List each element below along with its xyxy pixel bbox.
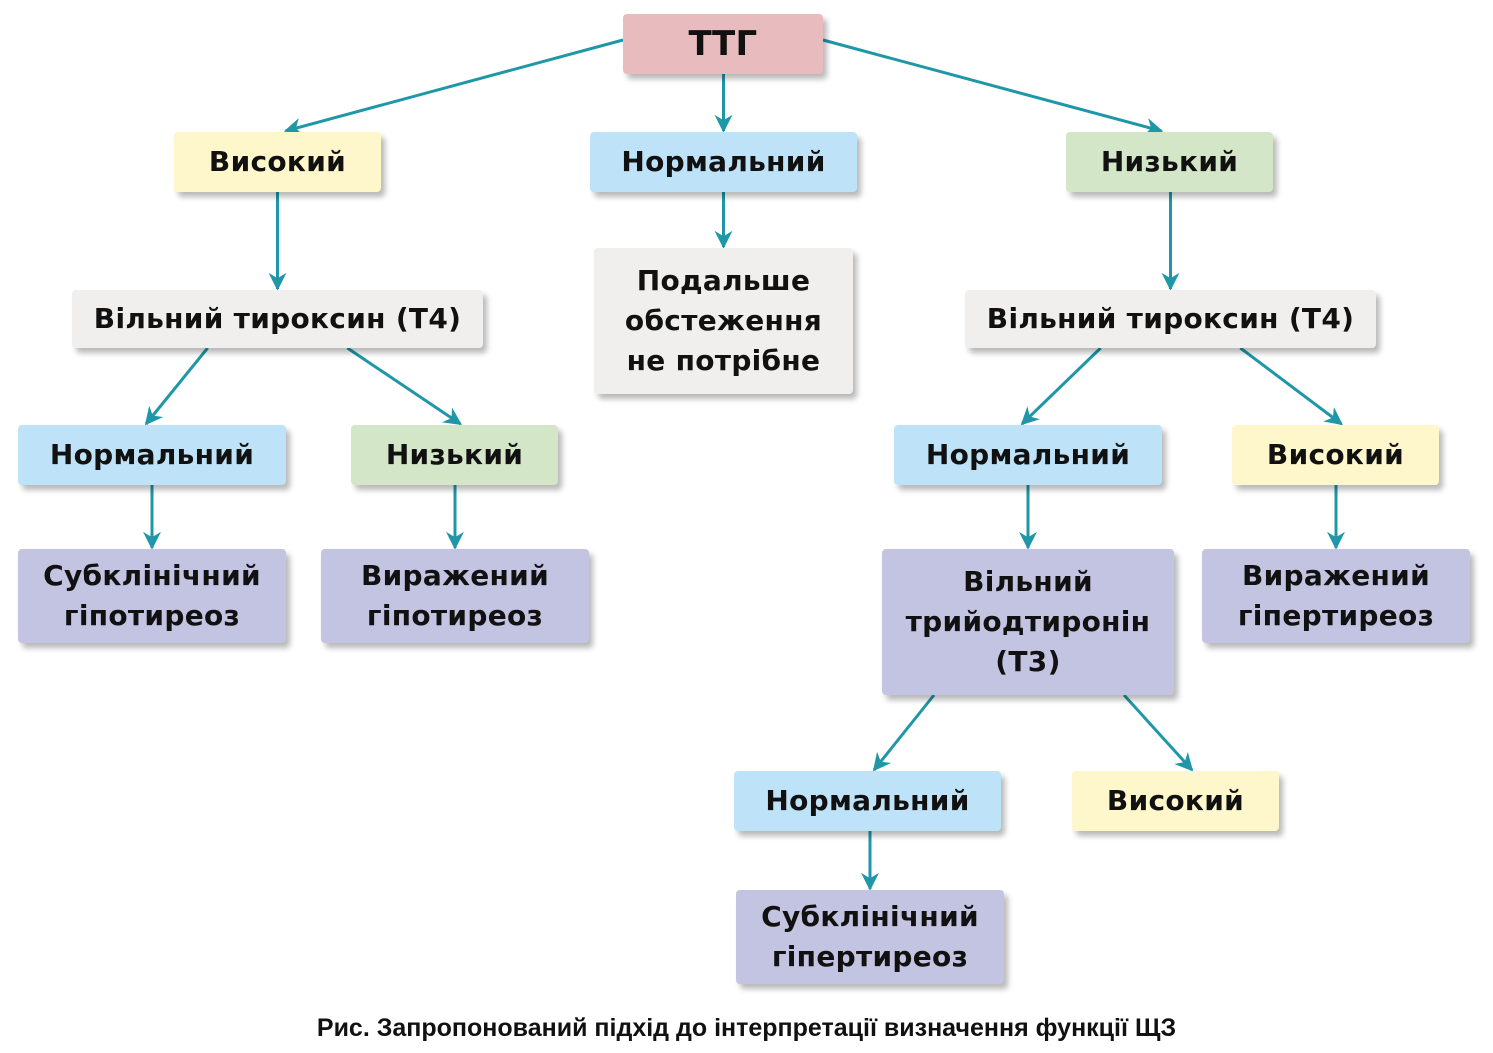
arrow-t4_right-to-right_t4_high	[1239, 346, 1343, 426]
tsh-normal-node: Нормальний	[590, 132, 857, 192]
left-t4-low-node: Низький	[351, 425, 558, 485]
left-t4-normal-node: Нормальний	[18, 425, 286, 485]
overt-hypothyroidism-node: Виражений гіпотиреоз	[321, 549, 589, 643]
t3-high-node: Високий	[1072, 771, 1279, 831]
arrow-t4_right-to-right_t4_normal	[1020, 346, 1102, 426]
arrow-t4_left-to-left_t4_low	[346, 346, 462, 426]
figure-caption: Рис. Запропонований підхід до інтерпрета…	[316, 1014, 1177, 1042]
arrow-t3-to-t3_high	[1122, 693, 1194, 772]
arrow-t4_left-to-left_t4_normal	[144, 347, 209, 426]
right-t4-normal-node: Нормальний	[894, 425, 1162, 485]
subclinical-hyperthyroidism-node: Субклінічний гіпертиреоз	[736, 890, 1004, 984]
no-further-testing-node: Подальше обстеження не потрібне	[594, 248, 853, 394]
arrow-t3-to-t3_normal	[872, 694, 936, 772]
free-t4-right-node: Вільний тироксин (Т4)	[965, 290, 1376, 348]
t3-normal-node: Нормальний	[734, 771, 1001, 831]
arrow-ttg-to-tsh_low	[822, 38, 1164, 136]
free-t3-node: Вільний трийодтиронін (Т3)	[882, 549, 1174, 695]
tsh-high-node: Високий	[174, 132, 381, 192]
overt-hyperthyroidism-node: Виражений гіпертиреоз	[1202, 549, 1470, 643]
arrow-ttg-to-tsh_high	[283, 38, 624, 136]
tsh-low-node: Низький	[1066, 132, 1273, 192]
tsh-root-node: ТТГ	[623, 14, 823, 74]
subclinical-hypothyroidism-node: Субклінічний гіпотиреоз	[18, 549, 286, 643]
free-t4-left-node: Вільний тироксин (Т4)	[72, 290, 483, 348]
right-t4-high-node: Високий	[1232, 425, 1439, 485]
